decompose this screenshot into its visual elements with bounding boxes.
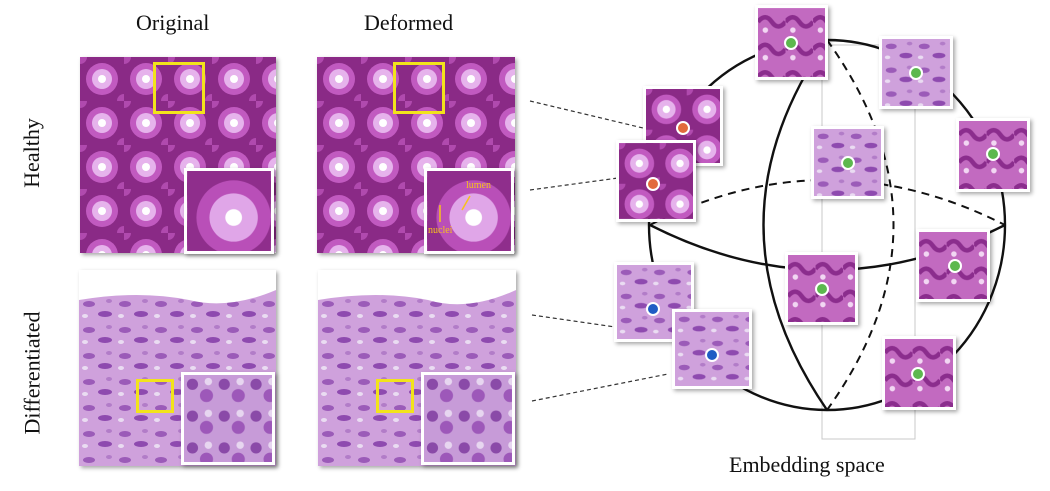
differentiated-original-highlight-box [136, 379, 174, 413]
differentiated-embedding-dot-2 [705, 348, 719, 362]
other-embedding-dot-1 [784, 36, 798, 50]
healthy-deformed-zoom-inset [424, 168, 514, 254]
healthy-deformed-highlight-box [393, 62, 445, 114]
other-embedding-dot-4 [986, 147, 1000, 161]
other-embedding-dot-3 [841, 156, 855, 170]
healthy-original-highlight-box [153, 62, 205, 114]
embedding-space-label: Embedding space [729, 452, 885, 477]
other-embedding-dot-7 [911, 367, 925, 381]
differentiated-deformed-highlight-box [376, 379, 414, 413]
healthy-embedding-dot-1 [676, 121, 690, 135]
other-embedding-dot-5 [815, 282, 829, 296]
annotation-lumen: lumen [466, 180, 491, 191]
differentiated-deformed-zoom-inset [421, 372, 515, 465]
column-label-deformed: Deformed [364, 10, 454, 35]
column-label-original: Original [136, 10, 210, 35]
healthy-original-zoom-inset [184, 168, 274, 254]
differentiated-embedding-dot-1 [646, 302, 660, 316]
healthy-embedding-dot-2 [646, 177, 660, 191]
differentiated-original-zoom-inset [181, 372, 275, 465]
annotation-nuclei: nuclei [428, 225, 453, 236]
other-embedding-dot-6 [948, 259, 962, 273]
other-embedding-dot-2 [909, 66, 923, 80]
embedding-patch-other-1 [755, 5, 828, 80]
